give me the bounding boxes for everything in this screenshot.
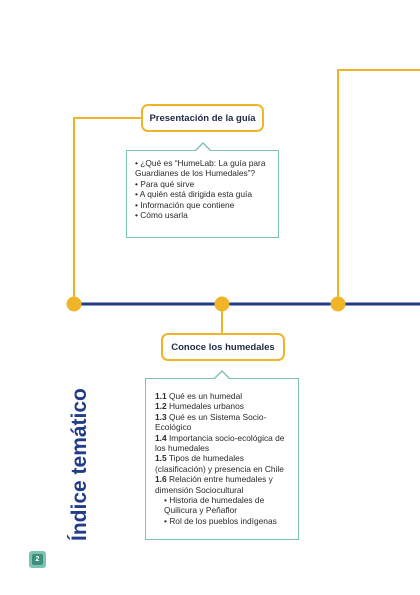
page-number: 2: [32, 554, 43, 565]
connector-next-section: [337, 69, 420, 304]
section-card-presentacion: • ¿Qué es “HumeLab: La guía para Guardia…: [126, 142, 279, 238]
list-item: 1.1 Qué es un humedal: [155, 391, 243, 401]
index-title: Índice temático: [68, 388, 91, 541]
list-item: • Rol de los pueblos indígenas: [164, 515, 277, 526]
timeline-node-1: [66, 296, 82, 312]
section-title-presentacion: Presentación de la guía: [141, 104, 264, 132]
list-item: 1.5 Tipos de humedales (clasificación) y…: [155, 453, 284, 474]
list-item: 1.4 Importancia socio-ecológica de los h…: [155, 432, 285, 454]
timeline-node-2: [214, 296, 230, 312]
list-item: 1.6 Relación entre humedales y dimensión…: [155, 474, 273, 495]
section-card-conoce: 1.1 Qué es un humedal 1.2 Humedales urba…: [145, 370, 299, 540]
list-item: • ¿Qué es “HumeLab: La guía para Guardia…: [135, 158, 266, 179]
list-item: • Historia de humedales de Quilicura y P…: [164, 495, 265, 516]
list-item: • Información que contiene: [135, 199, 235, 210]
section-title-conoce: Conoce los humedales: [161, 333, 285, 361]
timeline-node-3: [330, 296, 346, 312]
list-item: • Cómo usarla: [135, 210, 188, 221]
list-item: 1.2 Humedales urbanos: [155, 401, 244, 412]
list-item: • A quién está dirigida esta guía: [135, 189, 253, 200]
connector-presentacion: [73, 117, 141, 304]
page-number-badge: 2: [29, 551, 46, 568]
list-item: • Para qué sirve: [135, 178, 195, 189]
list-item: 1.3 Qué es un Sistema Socio-Ecológico: [155, 411, 267, 433]
